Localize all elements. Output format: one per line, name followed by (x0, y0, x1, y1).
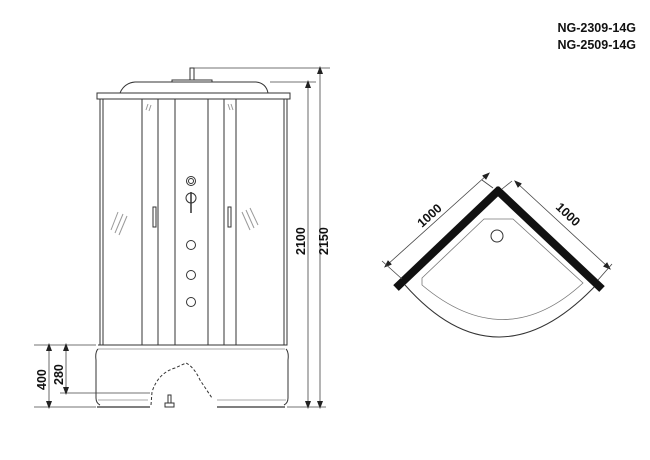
quarter-circle-tray (404, 282, 599, 338)
tray (95, 344, 289, 408)
mixer-knob (186, 176, 196, 186)
sliding-door-right (223, 99, 259, 345)
center-panel (174, 99, 209, 345)
massage-jet (186, 270, 196, 280)
tray-inner (421, 218, 584, 320)
massage-jet (186, 297, 196, 307)
dim-280: 280 (52, 364, 66, 385)
front-view (95, 67, 291, 408)
dim-side-a: 1000 (415, 201, 445, 230)
dim-side-b: 1000 (553, 200, 583, 229)
model-label: NG-2509-14G (557, 38, 636, 52)
model-labels: NG-2309-14G NG-2509-14G (557, 20, 636, 54)
adjustable-foot (167, 394, 172, 404)
drain (490, 229, 504, 243)
tray-cutout (150, 362, 213, 406)
dim-400: 400 (35, 369, 49, 390)
dim-2100: 2100 (294, 227, 308, 255)
corner-walls (393, 186, 605, 292)
model-label: NG-2309-14G (557, 21, 636, 35)
roof (119, 81, 269, 94)
sliding-door-left (110, 99, 159, 345)
dim-2150: 2150 (317, 227, 331, 255)
top-dimensions (381, 172, 613, 281)
cabin-frame (99, 98, 288, 346)
massage-jet (186, 240, 196, 250)
top-rail (96, 92, 291, 100)
front-dimensions (34, 66, 330, 409)
